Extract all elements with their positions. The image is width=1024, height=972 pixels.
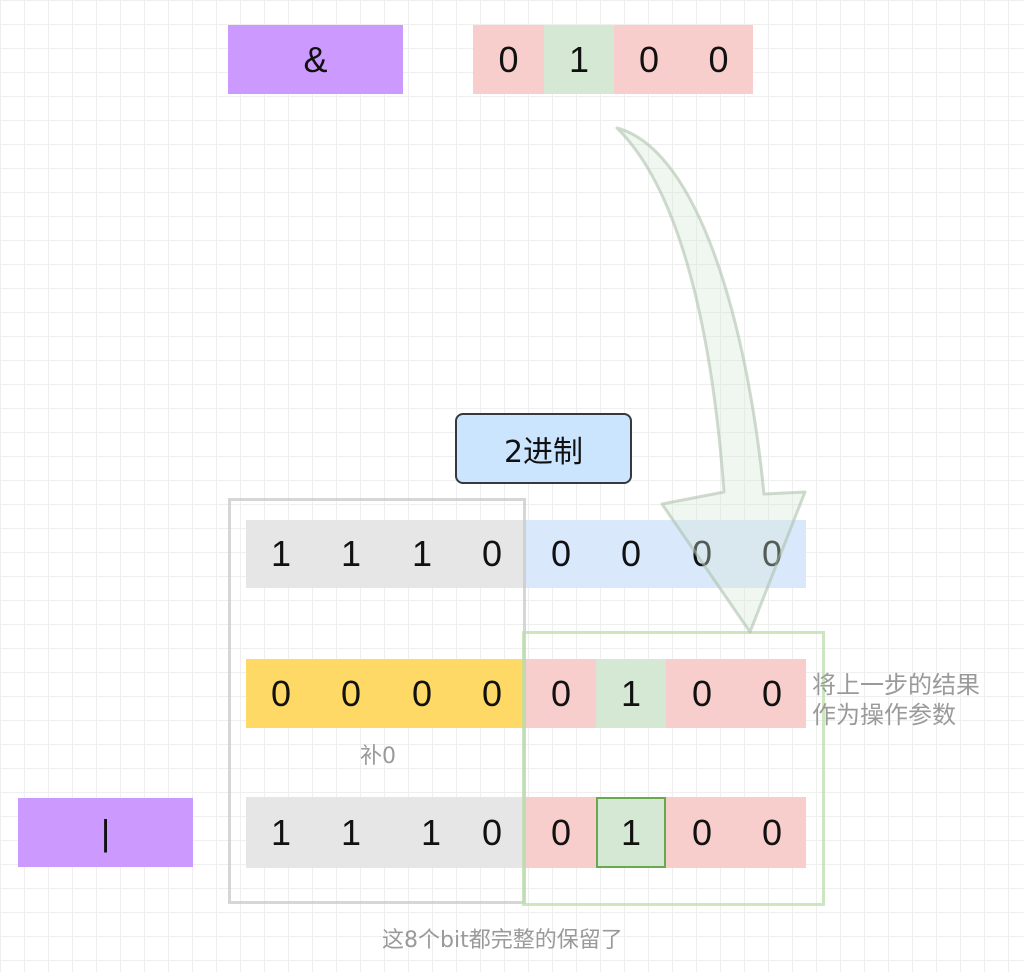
row2-bit-2: 0 [386,659,458,728]
row1-bit-4: 0 [526,520,596,588]
or-operator-label: | [100,811,111,853]
row2-bit-3: 0 [458,659,526,728]
row2-bit-7: 0 [738,659,806,728]
row1-bit-3: 0 [458,520,526,588]
row3-bit-3: 0 [458,797,526,868]
row1-bit-1: 1 [316,520,386,588]
or-operator-box: | [18,798,193,867]
row1-bit-6: 0 [666,520,738,588]
and-operator-box: & [228,25,403,94]
top-bit-0: 0 [473,25,544,94]
row3-bit-7: 0 [738,797,806,868]
top-bit-1: 1 [544,25,614,94]
row1-bit-5: 0 [596,520,666,588]
row3-bit-5: 1 [596,797,666,868]
curved-arrow-shape [615,126,807,634]
use-previous-result-line1: 将上一步的结果 [812,671,980,699]
preserved-bits-label: 这8个bit都完整的保留了 [382,928,623,953]
row3-bit-1: 1 [316,797,386,868]
row1-bit-0: 1 [246,520,316,588]
row3-bit-6: 0 [666,797,738,868]
row2-bit-5: 1 [596,659,666,728]
row3-bit-0: 1 [246,797,316,868]
right-half-frame [522,631,825,906]
row2-bit-0: 0 [246,659,316,728]
binary-badge-label: 2进制 [503,434,584,470]
row3-bit-4: 0 [526,797,596,868]
and-operator-label: & [303,38,328,80]
use-previous-result-line2: 作为操作参数 [812,701,956,729]
pad-zero-label: 补0 [360,744,396,769]
row2-bit-4: 0 [526,659,596,728]
row2-bit-6: 0 [666,659,738,728]
top-bit-3: 0 [684,25,753,94]
row1-bit-2: 1 [386,520,458,588]
binary-badge: 2进制 [455,413,632,484]
top-bit-2: 0 [614,25,684,94]
use-previous-result-label: 将上一步的结果 作为操作参数 [812,670,980,730]
row2-bit-1: 0 [316,659,386,728]
